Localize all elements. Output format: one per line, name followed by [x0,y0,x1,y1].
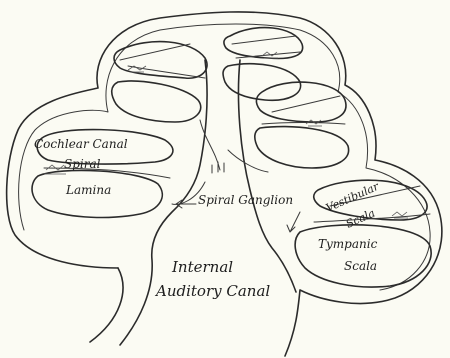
left-basal-lamina-line [44,168,170,178]
internal-auditory-canal-label-line2: Auditory Canal [154,282,270,300]
modiolus-left-wall [120,60,207,345]
tympanic-scala-label-line1: Tympanic [318,237,378,251]
cochlear-canal-label: Cochlear Canal [34,137,128,151]
tympanic-scala-label-line2: Scala [344,259,377,273]
spiral-ganglion-label: Spiral Ganglion [198,193,293,207]
middle-turn [255,82,349,168]
modiolus-right-wall [238,60,296,292]
apical-turn-left-lower-scala [112,81,201,122]
apical-turn-left-upper-scala [114,42,207,79]
outer-left-lower-edge [90,268,123,342]
vestibular-scala-arrow [287,212,300,232]
spiral-lamina-label-line2: Lamina [65,183,111,197]
vestibular-scala-label-line2: Scala [344,207,377,231]
spiral-ganglion-fibres [172,120,268,204]
spiral-lamina-label-line1: Spiral [64,157,101,171]
middle-turn-lower-scala [255,127,349,168]
tympanic-scala-outline [295,225,431,287]
apical-turn-right-lower-scala [223,64,301,101]
internal-auditory-canal-label-line1: Internal [171,258,233,276]
